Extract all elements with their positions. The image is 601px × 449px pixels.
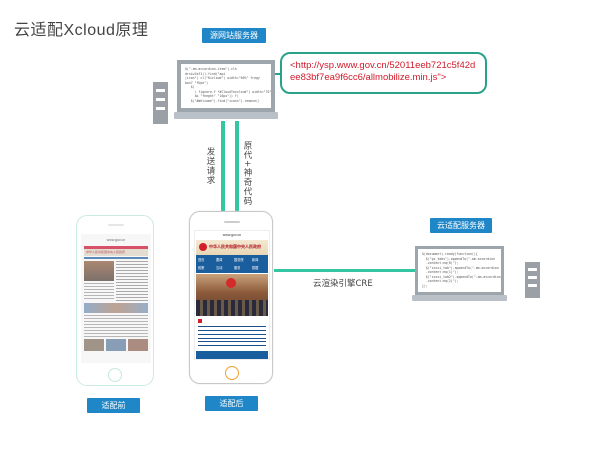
phone-after-nav: 首页 要闻 国务院 新闻 政策 互动 服务 数据 xyxy=(196,255,268,273)
phone-before-photo xyxy=(84,261,114,281)
render-engine-label: 云渲染引擎CRE xyxy=(313,279,373,289)
phone-after-hero-photo xyxy=(196,274,268,316)
phone-before-home-button xyxy=(108,368,122,382)
phone-before: www.gov.cn 中华人民共和国中央人民政府 xyxy=(76,215,154,386)
connector-send-request xyxy=(221,121,225,213)
phone-before-banner: 中华人民共和国中央人民政府 xyxy=(84,249,148,256)
cloud-server-tower-icon xyxy=(525,262,540,298)
phone-after-speaker xyxy=(224,221,240,223)
phone-after-screen: www.gov.cn 中华人民共和国中央人民政府 首页 要闻 国务院 新闻 政策… xyxy=(194,230,270,360)
cloud-server-label: 云适配服务器 xyxy=(430,218,492,233)
phone-after-urlbar: www.gov.cn xyxy=(222,233,242,237)
phone-after-site-title: 中华人民共和国中央人民政府 xyxy=(209,244,261,249)
diagram-title: 云适配Xcloud原理 xyxy=(14,22,149,39)
before-label: 适配前 xyxy=(87,398,140,413)
after-label: 适配后 xyxy=(205,396,258,411)
cloud-code-snippet: $(document).ready(function(){ $("gz_tabs… xyxy=(422,252,501,288)
cloud-monitor-screen: $(document).ready(function(){ $("gz_tabs… xyxy=(415,246,504,295)
connector-render-engine xyxy=(274,269,415,272)
phone-before-speaker xyxy=(108,224,124,226)
phone-after-header: 中华人民共和国中央人民政府 xyxy=(196,240,268,255)
national-emblem-icon xyxy=(199,243,207,251)
phone-after: www.gov.cn 中华人民共和国中央人民政府 首页 要闻 国务院 新闻 政策… xyxy=(189,211,273,384)
send-request-label: 发送请求 xyxy=(205,147,215,185)
cloud-server-monitor: $(document).ready(function(){ $("gz_tabs… xyxy=(412,246,507,302)
phone-before-screen: www.gov.cn 中华人民共和国中央人民政府 xyxy=(81,234,151,363)
origin-monitor-base xyxy=(174,112,278,119)
cloud-monitor-base xyxy=(412,295,507,301)
connector-origin-code xyxy=(235,121,239,213)
phone-before-urlbar: www.gov.cn xyxy=(106,238,126,242)
origin-server-monitor: $(".am-accordion-item").clk drsiwlbf1().… xyxy=(174,60,278,120)
phone-after-footer xyxy=(196,351,268,359)
phone-after-home-button xyxy=(225,366,239,380)
origin-monitor-screen: $(".am-accordion-item").clk drsiwlbf1().… xyxy=(177,60,275,112)
url-callout: <http://ysp.www.gov.cn/52011eeb721c5f42d… xyxy=(280,52,487,94)
url-callout-text: <http://ysp.www.gov.cn/52011eeb721c5f42d… xyxy=(290,60,476,83)
origin-code-label: 原代+神奇代码 xyxy=(242,141,252,207)
origin-code-snippet: $(".am-accordion-item").clk drsiwlbf1().… xyxy=(185,67,271,103)
origin-server-label: 源网站服务器 xyxy=(202,28,266,43)
origin-server-tower-icon xyxy=(153,82,168,124)
